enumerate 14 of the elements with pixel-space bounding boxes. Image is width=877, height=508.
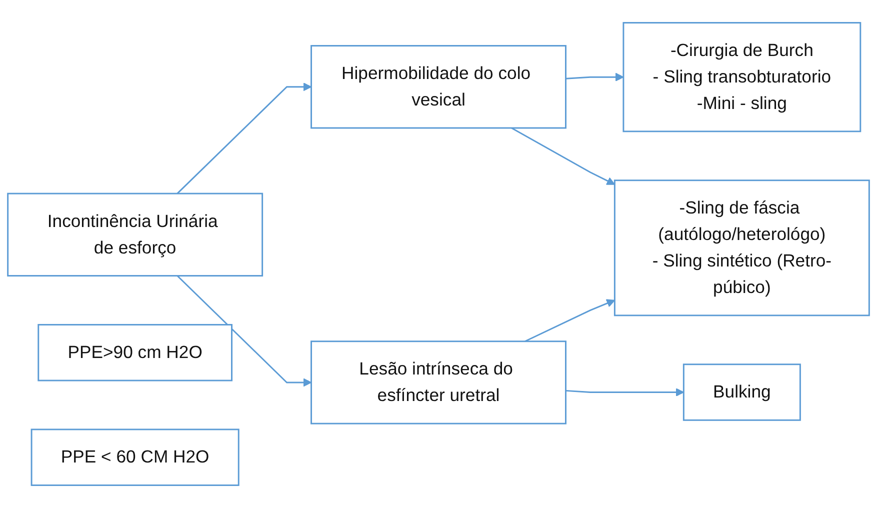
node-box: -Cirurgia de Burch - Sling transobturatorio -Mini - sling bbox=[622, 22, 862, 132]
node-box: Bulking bbox=[682, 364, 801, 421]
arrow bbox=[566, 72, 624, 82]
node-box: PPE < 60 CM H2O bbox=[30, 428, 240, 486]
node-box: -Sling de fáscia (autólogo/heterológo) - Sling sintético (Retro-púbico) bbox=[614, 180, 870, 316]
node-box: Hipermobilidade do colo vesical bbox=[310, 45, 566, 129]
arrow bbox=[176, 275, 312, 387]
node-box: Lesão intrínseca do esfíncter uretral bbox=[310, 340, 566, 424]
node-box: Incontinência Urinária de esforço bbox=[7, 192, 264, 277]
arrow bbox=[524, 299, 616, 342]
arrow bbox=[176, 82, 312, 194]
node-box: PPE>90 cm H2O bbox=[38, 324, 232, 382]
arrow bbox=[566, 388, 684, 397]
arrow bbox=[511, 127, 616, 185]
